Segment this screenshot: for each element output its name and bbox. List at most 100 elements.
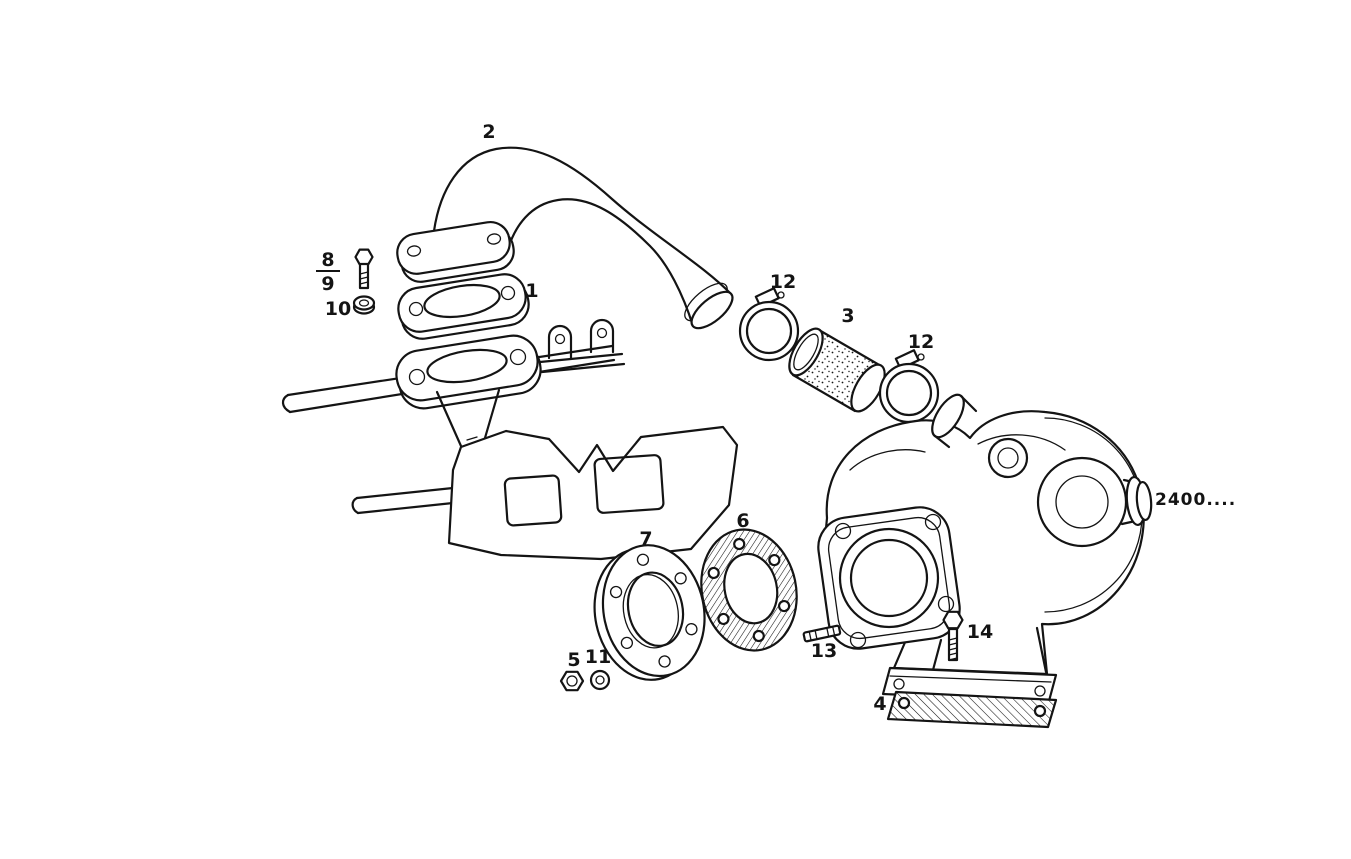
bolt-14-head (942, 610, 964, 630)
downpipe-left-edge (435, 390, 467, 457)
label-part-5: 5 (567, 649, 580, 671)
bolt-8-shaft (358, 262, 370, 290)
label-part-11: 11 (585, 646, 611, 668)
stud-washer (589, 669, 611, 691)
clevis-1-hole (554, 333, 566, 345)
gasket6-bore (723, 552, 779, 625)
manifold-port-1 (503, 474, 563, 527)
hose-clamp-left (738, 287, 800, 362)
bracket-base-top (538, 352, 624, 364)
pipe-flange-hole-left (406, 245, 422, 257)
mounting-stud (802, 624, 842, 643)
gasket4-hole-left (897, 696, 911, 710)
label-part-4: 4 (873, 693, 886, 715)
gasket6-hole-3 (778, 599, 791, 613)
manifold-body-outline (447, 425, 739, 561)
label-part-2: 2 (482, 121, 495, 143)
bolt-8-head (354, 248, 374, 266)
turbo-base-gasket (886, 690, 1058, 729)
hose-left-opening (793, 333, 819, 371)
flange7-hole-4 (658, 655, 671, 668)
exhaust-manifold (395, 334, 739, 561)
pipe-outer-edge (432, 146, 733, 296)
clamp-left-outer-band (738, 300, 800, 362)
outlet-gasket (700, 528, 798, 652)
washer-11-body (589, 669, 611, 691)
turbine-inlet-flange-face (827, 516, 951, 640)
base-hole-left (893, 678, 905, 690)
gasket6-hole-5 (717, 612, 730, 626)
gasket1-hole-left (408, 301, 424, 317)
gasket4-hole-right (1033, 704, 1047, 718)
pipe-end-opening (690, 290, 734, 330)
inlet-stub-line-top (959, 394, 978, 413)
flange7-hole-6 (609, 585, 623, 599)
flange7-hole-1 (636, 553, 650, 566)
manifold-flange-hole-left (408, 368, 426, 386)
clevis-2 (589, 318, 615, 354)
gasket6-hole-1 (733, 537, 746, 551)
connecting-hose (788, 327, 886, 413)
flange7-hole-2 (674, 572, 687, 585)
bracket-base-bottom (540, 362, 626, 374)
manifold-flange-hole-right (509, 348, 527, 366)
compressor-ring-outer (1036, 456, 1128, 548)
manifold-port-2 (593, 454, 665, 514)
clamp-right-inner-band (885, 369, 933, 417)
stud-nut (559, 670, 585, 692)
flange-hole-br (937, 595, 955, 613)
flange7-hole-3 (685, 623, 698, 636)
flange7-bore-depth (622, 573, 679, 649)
bearing-cap-inner (997, 447, 1019, 469)
hose-clamp-right (878, 349, 940, 424)
turbine-scroll-arc (849, 449, 926, 471)
label-part-3: 3 (841, 305, 854, 327)
lower-pipe-top-line (355, 486, 455, 500)
gasket1-hole-right (500, 285, 516, 301)
turbine-inlet-bore-inner (849, 538, 929, 618)
nut-5-body (559, 670, 585, 692)
elbow-gasket (397, 273, 530, 340)
label-part-1: 1 (525, 280, 538, 302)
gasket6-hole-2 (768, 553, 781, 567)
base-hole-right (1034, 685, 1046, 697)
clevis-2-hole (596, 327, 608, 339)
label-part-10: 10 (325, 298, 351, 320)
upper-pipe-end-cap (281, 393, 292, 414)
clamp-right-screw-head (917, 353, 925, 361)
label-model-code: 2400.... (1155, 490, 1236, 510)
lower-pipe-bottom-line (356, 501, 455, 515)
washer-11-bore (595, 675, 605, 685)
label-part-8: 8 (321, 249, 334, 271)
nut-5-bore (566, 675, 578, 687)
gasket4-body (886, 690, 1058, 729)
outlet-snout-end (1135, 480, 1153, 522)
clevis-1 (547, 324, 573, 360)
manifold-flange (395, 334, 539, 402)
gasket1-bore (423, 283, 501, 319)
bolt-14-threads (948, 637, 958, 661)
compressor-ring-inner (1055, 475, 1109, 529)
hose-right-end (850, 363, 886, 413)
hose-left-end (788, 327, 824, 377)
pipe-flange (396, 220, 511, 275)
gasket6-hole-6 (707, 566, 720, 580)
bolt-8-threads (359, 271, 369, 285)
bearing-cap-outer (987, 437, 1029, 479)
compressor-top-arc (977, 434, 1066, 451)
flange-hole-tr (924, 513, 942, 531)
pipe-inner-edge (504, 198, 695, 328)
stud-13-body (802, 624, 842, 643)
lower-pipe-end-cap (351, 496, 360, 515)
label-part-9: 9 (321, 273, 334, 295)
gasket6-hole-4 (752, 629, 765, 643)
flange-hole-bl (849, 631, 867, 649)
turbine-inlet-bore-outer (838, 527, 940, 629)
nut-10-bore (358, 299, 370, 307)
label-part-7: 7 (639, 528, 652, 550)
flange-hole-tl (834, 522, 852, 540)
flange7-hole-5 (620, 636, 634, 650)
callout-labels: 2 8 9 10 1 12 3 12 2400.... 6 7 5 11 13 … (316, 121, 1236, 715)
